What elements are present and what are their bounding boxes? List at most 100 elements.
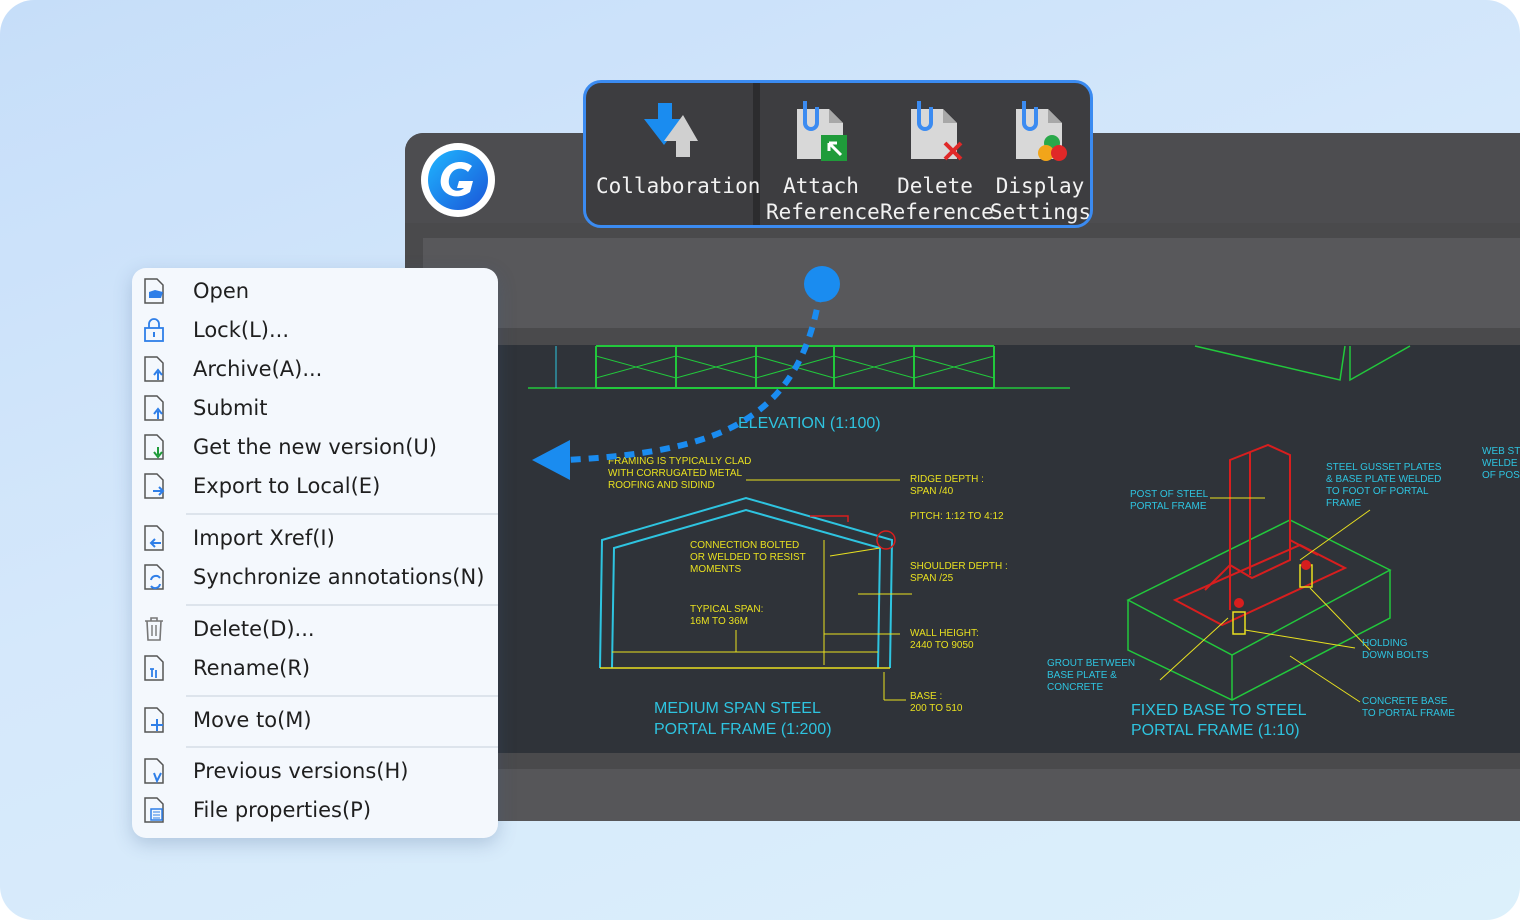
menu-item-delete[interactable]: Delete(D)... xyxy=(132,610,498,648)
portal-frame xyxy=(599,479,912,701)
menu-label-archive: Archive(A)... xyxy=(193,357,323,381)
display-settings-button[interactable]: Display Settings xyxy=(990,91,1090,225)
svg-text:RIDGE DEPTH :: RIDGE DEPTH : xyxy=(910,474,984,485)
svg-text:PORTAL FRAME: PORTAL FRAME xyxy=(1130,501,1207,512)
svg-text:MOMENTS: MOMENTS xyxy=(690,564,741,575)
menu-label-delete: Delete(D)... xyxy=(193,617,315,641)
menu-item-rename[interactable]: Rename(R) xyxy=(132,649,498,687)
rename-file-icon xyxy=(141,654,167,682)
svg-text:CONCRETE: CONCRETE xyxy=(1047,682,1103,693)
fixed-base-annotations: POST OF STEEL PORTAL FRAME STEEL GUSSET … xyxy=(1047,446,1520,719)
svg-text:PITCH: 1:12 TO 4:12: PITCH: 1:12 TO 4:12 xyxy=(910,511,1004,522)
menu-item-previous-versions[interactable]: Previous versions(H) xyxy=(132,752,498,790)
svg-text:GROUT BETWEEN: GROUT BETWEEN xyxy=(1047,658,1135,669)
menu-item-move-to[interactable]: Move to(M) xyxy=(132,701,498,739)
svg-text:WEB ST: WEB ST xyxy=(1482,446,1520,457)
svg-text:STEEL GUSSET PLATES: STEEL GUSSET PLATES xyxy=(1326,462,1442,473)
menu-label-submit: Submit xyxy=(193,396,268,420)
svg-text:BASE PLATE &: BASE PLATE & xyxy=(1047,670,1117,681)
svg-text:OF POS: OF POS xyxy=(1482,470,1520,481)
menu-item-submit[interactable]: Submit xyxy=(132,389,498,427)
properties-file-icon xyxy=(141,796,167,824)
menu-item-get-new-version[interactable]: Get the new version(U) xyxy=(132,428,498,466)
menu-label-import-xref: Import Xref(I) xyxy=(193,526,335,550)
move-file-icon xyxy=(141,706,167,734)
connector-dot-icon xyxy=(804,266,840,302)
portal-annotations: FRAMING IS TYPICALLY CLAD WITH CORRUGATE… xyxy=(608,456,1008,714)
menu-label-rename: Rename(R) xyxy=(193,656,311,680)
menu-item-export-local[interactable]: Export to Local(E) xyxy=(132,467,498,505)
svg-text:WELDE: WELDE xyxy=(1482,458,1518,469)
collaboration-arrows-icon xyxy=(596,91,746,163)
menu-separator xyxy=(186,695,498,697)
export-file-icon xyxy=(141,472,167,500)
menu-label-open: Open xyxy=(193,279,250,303)
svg-text:POST OF STEEL: POST OF STEEL xyxy=(1130,489,1209,500)
fixed-base-detail xyxy=(1126,443,1392,703)
svg-text:TO PORTAL FRAME: TO PORTAL FRAME xyxy=(1362,708,1455,719)
menu-label-export-local: Export to Local(E) xyxy=(193,474,381,498)
collaboration-button[interactable]: Collaboration xyxy=(596,91,761,199)
fixed-base-title-line1: FIXED BASE TO STEEL xyxy=(1131,702,1307,719)
download-file-icon xyxy=(141,433,167,461)
svg-text:SPAN /25: SPAN /25 xyxy=(910,573,954,584)
svg-text:FRAMING IS TYPICALLY CLAD: FRAMING IS TYPICALLY CLAD xyxy=(608,456,751,467)
medium-span-title-line2: PORTAL FRAME (1:200) xyxy=(654,721,832,738)
svg-text:200 TO 510: 200 TO 510 xyxy=(910,703,963,714)
attach-reference-icon xyxy=(766,91,876,163)
menu-label-get-new-version: Get the new version(U) xyxy=(193,435,437,459)
attach-reference-label: Attach Reference xyxy=(766,174,880,224)
menu-item-sync-annotations[interactable]: Synchronize annotations(N) xyxy=(132,558,498,596)
svg-text:FRAME: FRAME xyxy=(1326,498,1361,509)
menu-label-lock: Lock(L)... xyxy=(193,318,289,342)
arrowhead-icon xyxy=(532,440,570,480)
svg-text:OR WELDED TO RESIST: OR WELDED TO RESIST xyxy=(690,552,806,563)
archive-file-icon xyxy=(141,355,167,383)
svg-text:TO FOOT OF PORTAL: TO FOOT OF PORTAL xyxy=(1326,486,1429,497)
svg-text:ROOFING AND SIDIND: ROOFING AND SIDIND xyxy=(608,480,715,491)
menu-separator xyxy=(186,604,498,606)
sync-file-icon xyxy=(141,563,167,591)
cad-ribbon-bar xyxy=(423,238,1520,328)
attach-reference-button[interactable]: Attach Reference xyxy=(766,91,880,225)
svg-text:WALL HEIGHT:: WALL HEIGHT: xyxy=(910,628,979,639)
menu-separator xyxy=(186,746,498,748)
menu-separator xyxy=(186,513,498,515)
menu-item-file-properties[interactable]: File properties(P) xyxy=(132,791,498,829)
menu-item-archive[interactable]: Archive(A)... xyxy=(132,350,498,388)
svg-text:16M TO 36M: 16M TO 36M xyxy=(690,616,748,627)
medium-span-title-line1: MEDIUM SPAN STEEL xyxy=(654,700,821,717)
cad-status-bar xyxy=(423,769,1520,821)
svg-text:WITH CORRUGATED METAL: WITH CORRUGATED METAL xyxy=(608,468,743,479)
collaboration-ribbon-panel: Collaboration Attach Reference xyxy=(583,80,1093,228)
cad-window xyxy=(405,133,1520,821)
menu-item-import-xref[interactable]: Import Xref(I) xyxy=(132,519,498,557)
collaboration-label: Collaboration xyxy=(596,174,761,198)
svg-text:CONCRETE BASE: CONCRETE BASE xyxy=(1362,696,1448,707)
lock-icon xyxy=(141,316,167,344)
svg-text:& BASE PLATE WELDED: & BASE PLATE WELDED xyxy=(1326,474,1441,485)
display-settings-icon xyxy=(990,91,1090,163)
file-context-menu: Open Lock(L)... Archive(A)... Submit Get… xyxy=(132,268,498,838)
menu-item-open[interactable]: Open xyxy=(132,272,498,310)
trash-icon xyxy=(141,615,167,643)
elevation-title: ELEVATION (1:100) xyxy=(738,415,881,432)
delete-reference-icon xyxy=(880,91,990,163)
svg-text:SPAN /40: SPAN /40 xyxy=(910,486,954,497)
dotted-connector-line xyxy=(565,291,823,463)
versions-file-icon xyxy=(141,757,167,785)
menu-label-move-to: Move to(M) xyxy=(193,708,312,732)
svg-text:CONNECTION BOLTED: CONNECTION BOLTED xyxy=(690,540,799,551)
submit-file-icon xyxy=(141,394,167,422)
menu-item-lock[interactable]: Lock(L)... xyxy=(132,311,498,349)
fixed-base-title-line2: PORTAL FRAME (1:10) xyxy=(1131,722,1300,739)
menu-label-sync-annotations: Synchronize annotations(N) xyxy=(193,565,485,589)
svg-text:TYPICAL SPAN:: TYPICAL SPAN: xyxy=(690,604,763,615)
svg-text:SHOULDER DEPTH :: SHOULDER DEPTH : xyxy=(910,561,1008,572)
delete-reference-button[interactable]: Delete Reference xyxy=(880,91,994,225)
display-settings-label: Display Settings xyxy=(990,174,1092,224)
import-xref-icon xyxy=(141,524,167,552)
